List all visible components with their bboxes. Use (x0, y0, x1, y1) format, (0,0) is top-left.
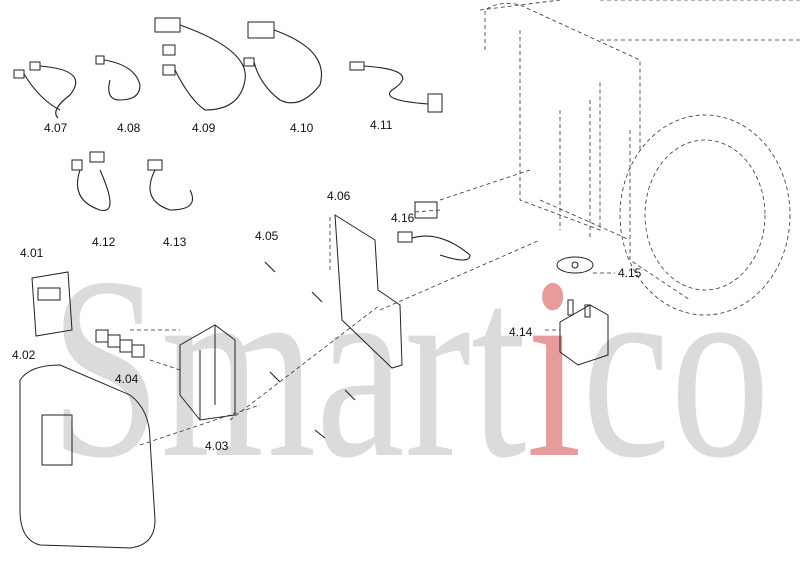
watermark: Smartico (50, 224, 770, 512)
flame-sensor-gasket (556, 256, 594, 274)
cable-4-10 (243, 21, 322, 104)
display-module (31, 271, 73, 337)
label-4-04: 4.04 (115, 372, 139, 386)
label-4-07: 4.07 (44, 121, 68, 135)
label-4-09: 4.09 (192, 121, 216, 135)
cover (19, 364, 156, 549)
cable-4-08 (95, 55, 141, 101)
label-4-11: 4.11 (370, 118, 393, 132)
cable-4-13 (147, 159, 194, 211)
label-4-05: 4.05 (255, 229, 279, 243)
label-4-15: 4.15 (618, 266, 642, 280)
cable-4-09 (154, 17, 246, 111)
label-4-08: 4.08 (117, 121, 141, 135)
control-board (179, 324, 236, 421)
label-4-10: 4.10 (290, 121, 314, 135)
standoffs (264, 261, 356, 439)
connectors (95, 329, 145, 358)
cable-4-12 (71, 151, 111, 212)
mounting-plate (334, 214, 403, 369)
sensor-box (559, 299, 609, 366)
cable-4-11 (349, 61, 443, 113)
label-4-13: 4.13 (163, 235, 187, 249)
burner-housing (379, 0, 800, 316)
label-4-03: 4.03 (205, 439, 229, 453)
label-4-16: 4.16 (391, 211, 415, 225)
label-4-14: 4.14 (509, 325, 533, 339)
cable-4-07 (13, 61, 77, 119)
label-4-02: 4.02 (12, 348, 36, 362)
label-4-12: 4.12 (92, 235, 116, 249)
label-4-01: 4.01 (20, 246, 44, 260)
label-4-06: 4.06 (327, 189, 351, 203)
